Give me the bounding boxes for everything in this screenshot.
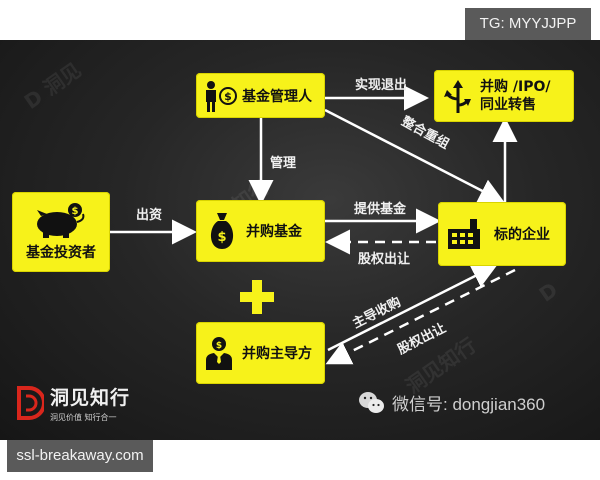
svg-text:$: $ [224, 90, 232, 103]
wechat-text: 微信号: dongjian360 [392, 395, 546, 414]
piggy-bank-icon: $ [37, 203, 85, 238]
wechat-id: 微信号: dongjian360 [358, 390, 545, 415]
svg-text:$: $ [72, 206, 79, 217]
node-target-company[interactable]: 标的企业 [438, 202, 566, 266]
node-label-line2: 同业转售 [480, 97, 536, 113]
svg-text:$: $ [216, 341, 222, 351]
node-label: 标的企业 [494, 227, 550, 243]
edge-label-provide-fund: 提供基金 [354, 202, 407, 217]
node-label: 基金投资者 [26, 245, 96, 261]
node-ma-fund[interactable]: $ 并购基金 [196, 200, 325, 262]
flow-arrows [110, 85, 518, 365]
businessman-dollar-icon: $ [206, 80, 237, 112]
node-exit-channels[interactable]: 并购 /IPO/ 同业转售 [434, 70, 574, 122]
d-logo-icon [17, 386, 44, 420]
svg-text:$: $ [217, 230, 226, 245]
edge-label-invest: 出资 [136, 208, 163, 223]
brand-logo: 洞见知行 洞见价值 知行合一 [16, 383, 130, 423]
node-label: 并购基金 [246, 224, 302, 240]
bottom-watermark-tag: ssl-breakaway.com [7, 440, 153, 472]
businessman-icon: $ [206, 337, 232, 370]
node-label: 并购主导方 [242, 346, 312, 362]
edge-label-realize-exit: 实现退出 [355, 78, 408, 93]
logo-name: 洞见知行 [50, 387, 131, 409]
money-bag-icon: $ [210, 213, 234, 249]
node-ma-leader[interactable]: $ 并购主导方 [196, 322, 325, 384]
node-fund-investor[interactable]: $ 基金投资者 [12, 192, 110, 272]
diagram-canvas: D 洞见 知行 D 洞见知行 [0, 40, 600, 440]
wechat-icon [359, 391, 384, 413]
plus-symbol [240, 280, 274, 314]
factory-icon [448, 219, 480, 249]
logo-slogan: 洞见价值 知行合一 [50, 413, 117, 422]
split-arrows-icon [444, 80, 471, 113]
edge-label-manage: 管理 [270, 156, 297, 171]
node-fund-manager[interactable]: $ 基金管理人 [196, 73, 325, 118]
edge-label-equity-transfer-1: 股权出让 [358, 252, 411, 267]
top-watermark-tag: TG: MYYJJPP [465, 8, 591, 40]
node-label: 基金管理人 [242, 88, 312, 105]
node-label-line1: 并购 /IPO/ [480, 79, 551, 95]
